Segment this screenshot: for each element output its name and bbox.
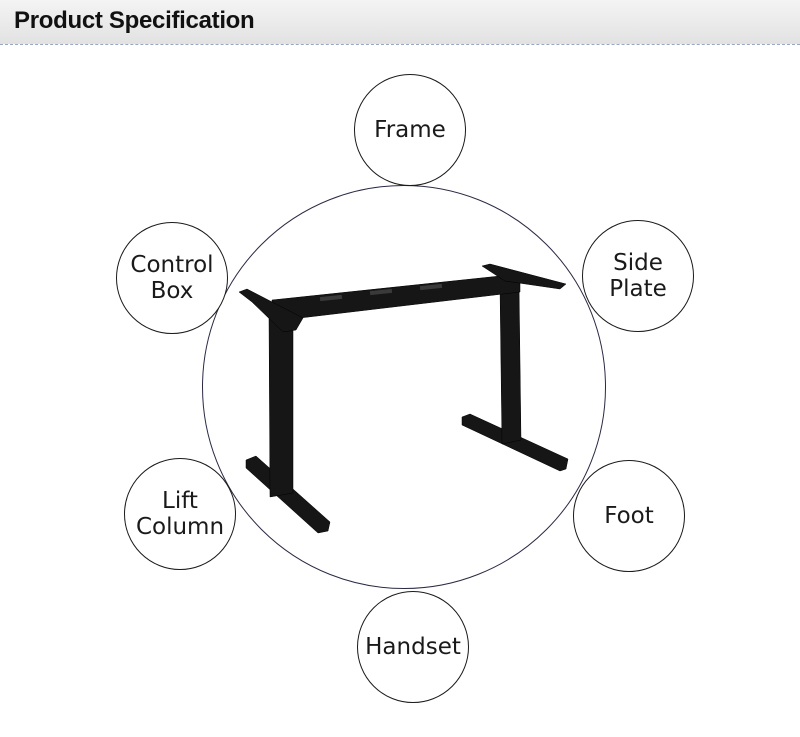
- back-lift-column: [499, 284, 522, 445]
- label-foot: Foot: [573, 460, 685, 572]
- label-side-plate: Side Plate: [582, 220, 694, 332]
- left-side-plate: [238, 288, 304, 333]
- label-lift-column-text: Lift Column: [135, 488, 225, 540]
- label-side-plate-text: Side Plate: [609, 250, 667, 302]
- label-frame: Frame: [354, 74, 466, 186]
- label-frame-text: Frame: [374, 117, 446, 143]
- label-handset-text: Handset: [365, 634, 461, 660]
- back-foot: [461, 413, 569, 472]
- frame-crossbar: [271, 275, 521, 319]
- front-lift-column: [268, 314, 294, 498]
- label-control-box-text: Control Box: [130, 252, 214, 304]
- label-handset: Handset: [357, 591, 469, 703]
- label-foot-text: Foot: [604, 503, 654, 529]
- label-control-box: Control Box: [116, 222, 228, 334]
- right-side-plate: [481, 263, 567, 290]
- front-foot: [245, 455, 331, 534]
- page-title: Product Specification: [14, 7, 255, 34]
- label-lift-column: Lift Column: [124, 458, 236, 570]
- header-divider: [0, 44, 800, 45]
- section-header: Product Specification: [0, 0, 800, 44]
